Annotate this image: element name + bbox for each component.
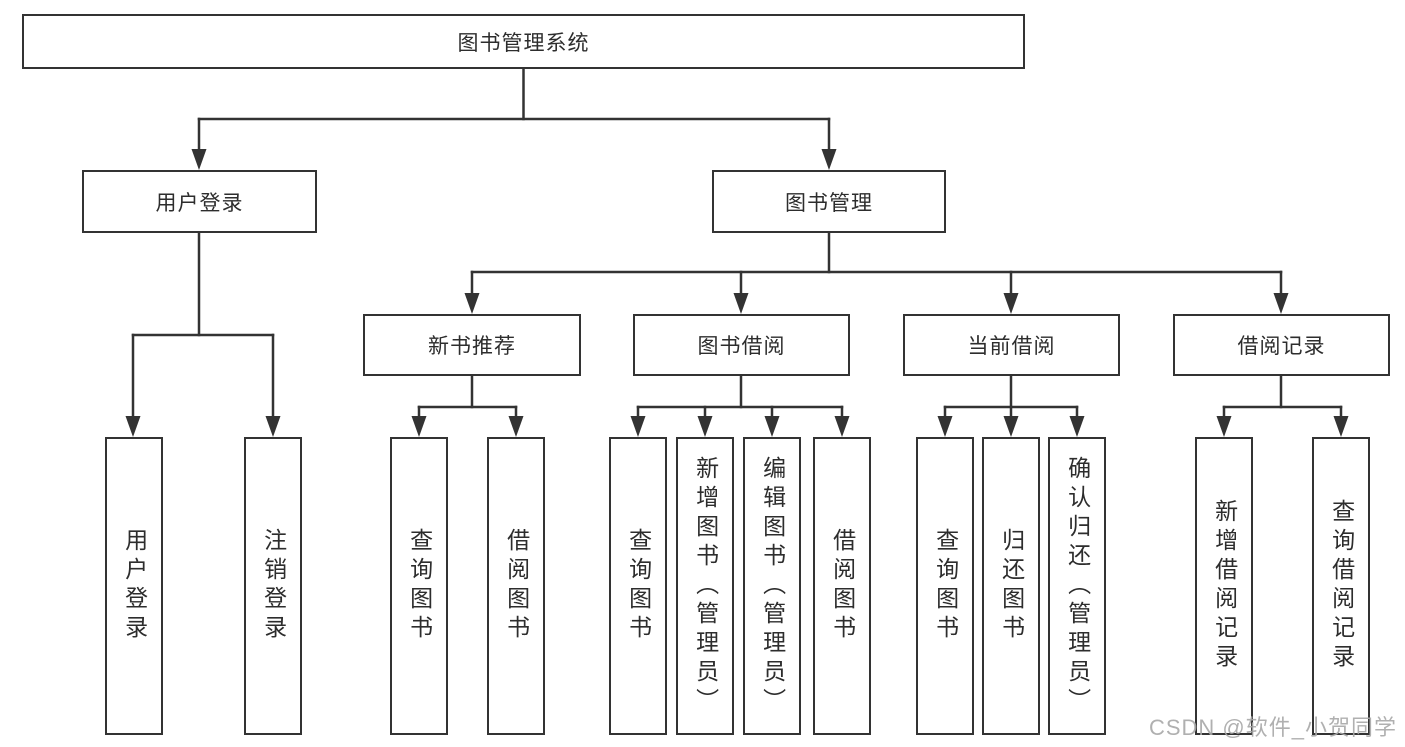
leaf-query-books-recommend: 查询图书: [390, 437, 448, 735]
node-book-management: 图书管理: [712, 170, 946, 233]
node-library-system-label: 图书管理系统: [457, 31, 590, 55]
leaf-query-borrow-record: 查询借阅记录: [1312, 437, 1370, 735]
connector-root-to-level2: [191, 67, 837, 170]
leaf-logout-label: 注销登录: [260, 528, 287, 644]
leaf-query-books-borrow-label: 查询图书: [625, 528, 652, 644]
leaf-add-book-admin-label: 新增图书（管理员）: [692, 455, 719, 717]
leaf-query-books-borrow: 查询图书: [609, 437, 667, 735]
leaf-edit-book-admin-label: 编辑图书（管理员）: [759, 455, 786, 717]
node-borrow-records: 借阅记录: [1173, 314, 1390, 376]
leaf-add-book-admin: 新增图书（管理员）: [676, 437, 734, 735]
leaf-query-borrow-record-label: 查询借阅记录: [1328, 499, 1355, 673]
leaf-add-borrow-record-label: 新增借阅记录: [1211, 499, 1238, 673]
leaf-user-login: 用户登录: [105, 437, 163, 735]
leaf-borrow-books-recommend: 借阅图书: [487, 437, 545, 735]
connector-current-borrow-to-leaves: [937, 374, 1085, 437]
node-library-system: 图书管理系统: [22, 14, 1025, 69]
leaf-borrow-books-label: 借阅图书: [829, 528, 856, 644]
leaf-edit-book-admin: 编辑图书（管理员）: [743, 437, 801, 735]
leaf-borrow-books: 借阅图书: [813, 437, 871, 735]
node-user-login: 用户登录: [82, 170, 317, 233]
connector-borrow-records-to-leaves: [1216, 374, 1349, 437]
leaf-return-book: 归还图书: [982, 437, 1040, 735]
node-current-borrow: 当前借阅: [903, 314, 1120, 376]
leaf-user-login-label: 用户登录: [121, 528, 148, 644]
node-borrow-records-label: 借阅记录: [1237, 335, 1326, 358]
leaf-logout: 注销登录: [244, 437, 302, 735]
leaf-query-books-current: 查询图书: [916, 437, 974, 735]
node-book-management-label: 图书管理: [785, 191, 873, 215]
leaf-query-books-current-label: 查询图书: [932, 528, 959, 644]
leaf-add-borrow-record: 新增借阅记录: [1195, 437, 1253, 735]
connector-book-management-to-sections: [464, 231, 1289, 314]
leaf-return-book-label: 归还图书: [998, 528, 1025, 644]
node-book-borrow: 图书借阅: [633, 314, 850, 376]
leaf-borrow-books-recommend-label: 借阅图书: [503, 528, 530, 644]
connector-user-login-to-leaves: [125, 231, 281, 437]
csdn-watermark: CSDN @软件_小贺同学: [1148, 715, 1397, 740]
node-new-book-recommend-label: 新书推荐: [428, 335, 516, 358]
node-current-borrow-label: 当前借阅: [967, 335, 1056, 358]
leaf-confirm-return-admin: 确认归还（管理员）: [1048, 437, 1106, 735]
leaf-confirm-return-admin-label: 确认归还（管理员）: [1064, 455, 1091, 717]
leaf-query-books-recommend-label: 查询图书: [406, 528, 433, 644]
node-user-login-label: 用户登录: [155, 191, 244, 215]
connector-book-borrow-to-leaves: [630, 374, 850, 437]
connector-new-book-recommend-to-leaves: [411, 374, 524, 437]
node-new-book-recommend: 新书推荐: [363, 314, 581, 376]
node-book-borrow-label: 图书借阅: [697, 335, 786, 358]
